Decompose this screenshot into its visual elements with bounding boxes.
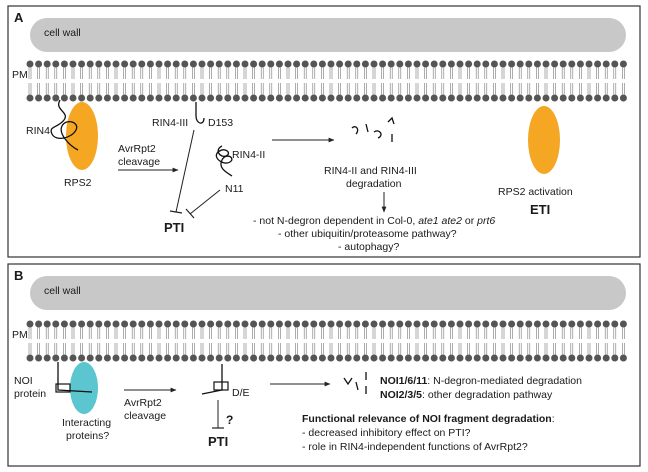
de-label: D/E	[232, 387, 250, 399]
eti-label: ETI	[530, 202, 550, 217]
rps2-protein	[66, 102, 98, 170]
relevance-line-2: - role in RIN4-independent functions of …	[302, 441, 528, 453]
noi-a-text: NOI1/6/11: N-degron-mediated degradation	[380, 375, 582, 387]
n11-label: N11	[225, 183, 244, 195]
avrrpt2-label-b: AvrRpt2	[124, 397, 162, 409]
noi-protein-box	[55, 383, 71, 393]
inhibition-bar-iii	[169, 210, 183, 214]
interacting-label-1: Interacting	[62, 417, 111, 429]
pm-label-a: PM	[12, 69, 28, 81]
plasma-membrane-b	[26, 320, 627, 362]
inhibition-line-iii	[175, 129, 195, 213]
rin4-iii-label: RIN4-III	[152, 117, 188, 129]
rps2-activated-protein	[528, 106, 560, 174]
panel-b-letter: B	[14, 268, 23, 283]
degraded-fragments-a	[351, 116, 395, 142]
panel-b: B cell wall PM Interacting proteins? NOI…	[7, 263, 641, 467]
note-line-3: - autophagy?	[338, 241, 399, 253]
inhibition-bar-ii	[185, 208, 195, 219]
relevance-heading: Functional relevance of NOI fragment deg…	[302, 413, 555, 425]
noi-protein-shape	[57, 362, 93, 393]
rin4-label: RIN4	[26, 125, 50, 137]
pm-label-b: PM	[12, 329, 28, 341]
cell-wall-b	[30, 276, 626, 310]
rps2-activation-label: RPS2 activation	[498, 186, 573, 198]
relevance-line-1: - decreased inhibitory effect on PTI?	[302, 427, 471, 439]
note-line-1: - not N-degron dependent in Col-0, ate1 …	[253, 215, 495, 227]
degradation-label-2: degradation	[346, 178, 402, 190]
cell-wall-label-a: cell wall	[44, 27, 81, 39]
cell-wall-label-b: cell wall	[44, 285, 81, 297]
rin4-ii-fragment	[215, 145, 233, 177]
panel-a: A cell wall PM RPS2 RIN4 AvrRpt2 cleavag…	[7, 5, 641, 258]
d153-label: D153	[208, 117, 233, 129]
panel-a-letter: A	[14, 10, 24, 25]
noi-label-2: protein	[14, 388, 46, 400]
rps2-label: RPS2	[64, 177, 92, 189]
pti-label-b: PTI	[208, 434, 228, 449]
rin4-iii-fragment	[195, 102, 205, 124]
note-line-2: - other ubiquitin/proteasome pathway?	[278, 228, 457, 240]
interacting-label-2: proteins?	[66, 430, 109, 442]
noi-label-1: NOI	[14, 375, 33, 387]
degraded-fragments-b	[343, 372, 367, 394]
rin4-protein	[50, 99, 79, 151]
rin4-ii-label: RIN4-II	[232, 149, 265, 161]
avrrpt2-label-a: AvrRpt2	[118, 143, 156, 155]
de-fragment-box	[213, 381, 229, 391]
inhibition-line-ii	[189, 189, 221, 215]
cleavage-label-b: cleavage	[124, 410, 166, 422]
pti-label-a: PTI	[164, 220, 184, 235]
question-mark: ?	[226, 413, 233, 427]
degradation-label-1: RIN4-II and RIN4-III	[324, 165, 417, 177]
noi-b-text: NOI2/3/5: other degradation pathway	[380, 389, 553, 401]
interacting-protein	[70, 362, 98, 414]
plasma-membrane-a	[26, 60, 627, 102]
cleavage-label-a: cleavage	[118, 156, 160, 168]
cell-wall-a	[30, 18, 626, 52]
